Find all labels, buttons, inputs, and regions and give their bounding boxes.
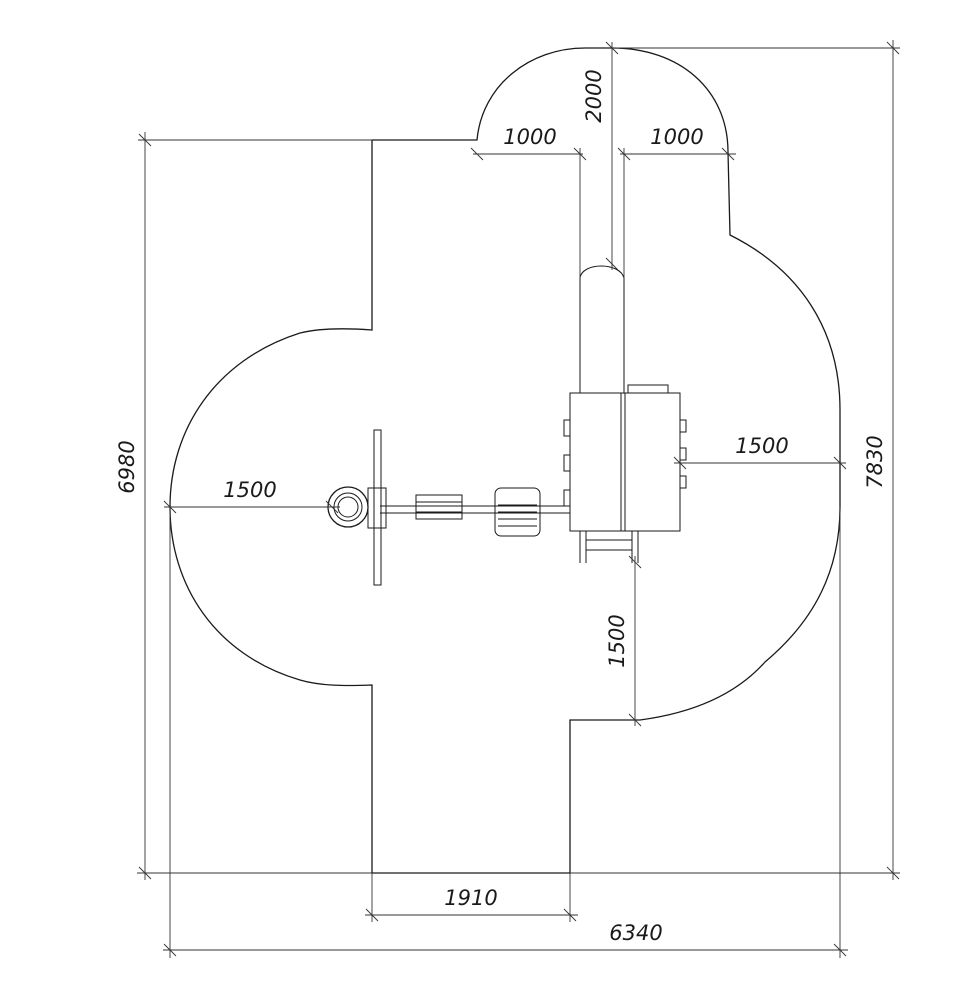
dimension-total-width: 6340 bbox=[163, 507, 848, 958]
safety-zone-outline bbox=[169, 47, 841, 874]
dimension-right-clearance: 1500 bbox=[673, 434, 847, 470]
dimension-top-left-radius: 1000 bbox=[470, 125, 587, 278]
dimension-right-clearance-label: 1500 bbox=[735, 434, 788, 458]
dimension-bottom-clearance: 1500 bbox=[605, 555, 642, 727]
dimension-top-right-radius-label: 1000 bbox=[650, 125, 703, 149]
dimension-height-left: 6980 bbox=[115, 132, 372, 880]
dimension-slide-length: 2000 bbox=[582, 41, 619, 271]
dimension-bottom-gap-label: 1910 bbox=[444, 886, 497, 910]
dimension-left-clearance: 1500 bbox=[163, 478, 340, 514]
dimension-bottom-clearance-label: 1500 bbox=[605, 614, 629, 667]
dimension-height-right-label: 7830 bbox=[863, 435, 887, 488]
wheel-panel-element bbox=[327, 429, 387, 586]
dimension-top-left-radius-label: 1000 bbox=[503, 125, 556, 149]
dimension-left-clearance-label: 1500 bbox=[223, 478, 276, 502]
dimension-height-left-label: 6980 bbox=[115, 440, 139, 493]
dimension-total-width-label: 6340 bbox=[609, 921, 662, 945]
dimension-bottom-gap: 1910 bbox=[365, 873, 578, 922]
play-tower bbox=[563, 265, 687, 563]
dimension-slide-length-label: 2000 bbox=[582, 69, 606, 122]
dimension-height-right: 7830 bbox=[570, 40, 900, 880]
dimension-top-right-radius: 1000 bbox=[617, 125, 736, 278]
connecting-rail bbox=[380, 487, 570, 537]
